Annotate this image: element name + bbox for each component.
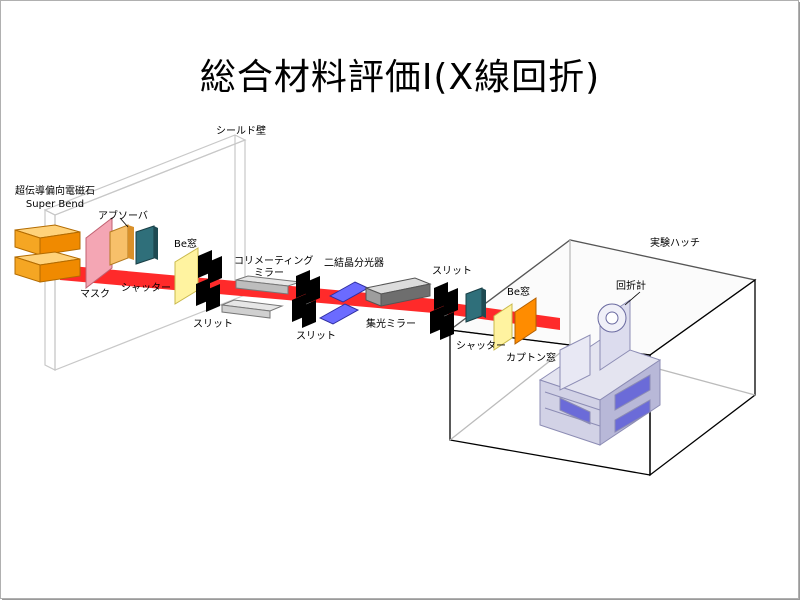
be-window-2-label: Be窓 — [507, 287, 531, 298]
collimating-mirror-label-1: コリメーティング — [234, 256, 314, 267]
be-window-1 — [174, 247, 199, 305]
absorber-label: アブソーバ — [98, 211, 148, 222]
collimating-mirror-label-2: ミラー — [254, 268, 284, 279]
slit-2 — [292, 270, 320, 328]
shutter-1-label: シャッター — [121, 283, 171, 294]
absorber — [109, 224, 134, 266]
slit-3-label: スリット — [432, 266, 472, 277]
focusing-mirror — [364, 277, 432, 307]
slit-1 — [196, 250, 222, 312]
slit-1-label: スリット — [193, 319, 233, 330]
mask — [85, 216, 113, 290]
be-window-2 — [493, 303, 513, 351]
shutter-1 — [135, 225, 158, 265]
be-window-1-label: Be窓 — [174, 239, 198, 250]
shutter-2-label: シャッター — [456, 341, 506, 352]
double-crystal-monochromator — [318, 281, 370, 325]
shield-wall-label: シールド壁 — [216, 126, 266, 137]
kapton-window-label: カプトン窓 — [506, 353, 556, 364]
shutter-2 — [465, 287, 486, 323]
hutch-label: 実験ハッチ — [650, 238, 700, 249]
double-crystal-label: 二結晶分光器 — [324, 258, 384, 269]
magnet-label-en: Super Bend — [25, 199, 85, 210]
diffractometer — [538, 299, 662, 446]
mask-label: マスク — [80, 289, 110, 300]
super-bend-magnet — [14, 224, 81, 283]
magnet-label-jp: 超伝導偏向電磁石 — [15, 186, 95, 197]
slit-2-label: スリット — [296, 331, 336, 342]
slide-title: 総合材料評価Ⅰ(X線回折) — [199, 57, 601, 98]
focus-mirror-label: 集光ミラー — [366, 319, 416, 330]
slit-3 — [430, 282, 458, 340]
diffractometer-label: 回折計 — [616, 281, 646, 292]
kapton-window — [514, 297, 537, 345]
